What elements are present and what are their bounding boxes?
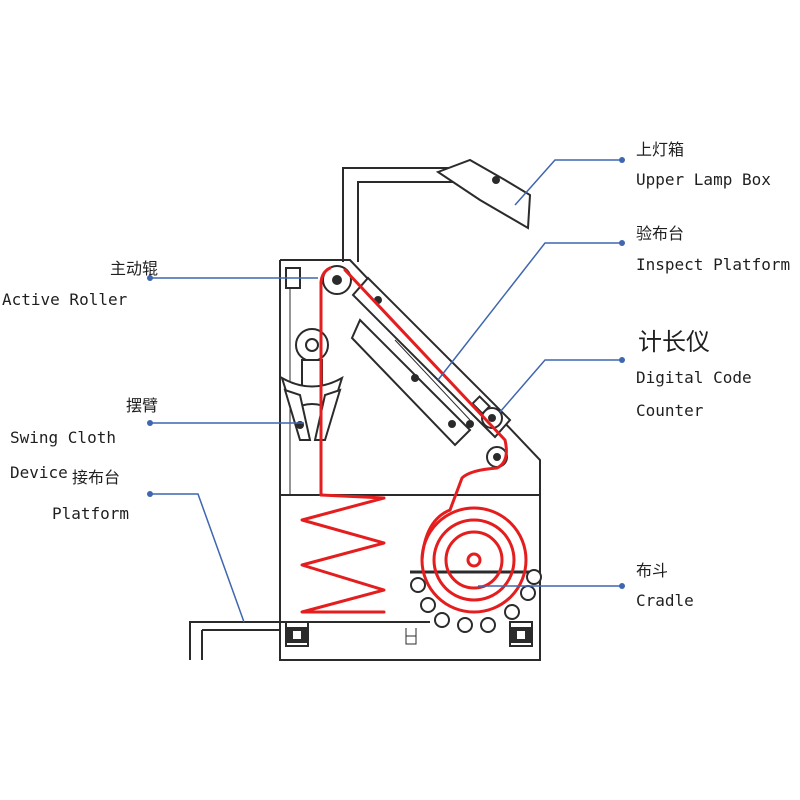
- cradle-rollers: [410, 569, 542, 633]
- active-roller-en-label: Active Roller: [2, 290, 128, 309]
- platform-zh-label: 接布台: [72, 468, 121, 487]
- leader-inspect-platform: [437, 242, 622, 381]
- leader-digital-code-counter: [499, 359, 622, 413]
- inspect-platform-board: [350, 276, 512, 447]
- receiving-platform: [189, 621, 430, 660]
- upper-lamp-box: [435, 158, 532, 230]
- base-and-platform: [189, 621, 533, 660]
- cradle-zh-label: 布斗: [636, 561, 669, 580]
- active-roller: [285, 265, 352, 295]
- digital-code-counter-en-label-1: Digital Code: [636, 368, 752, 387]
- swing-cloth-device-en-label-1: Swing Cloth: [10, 428, 116, 447]
- digital-code-counter-en-label-2: Counter: [636, 401, 704, 420]
- upper-lamp-box-en-label: Upper Lamp Box: [636, 170, 771, 189]
- swing-cloth-device-zh-label: 摆臂: [125, 396, 158, 415]
- upper-lamp-box-zh-label: 上灯箱: [636, 140, 685, 159]
- platform-en-label: Platform: [52, 504, 130, 523]
- main-body-outline: [279, 259, 541, 661]
- leader-lines: [150, 159, 622, 623]
- leader-platform: [150, 493, 245, 623]
- inspect-platform-zh-label: 验布台: [636, 224, 685, 243]
- digital-code-counter-zh-label: 计长仪: [638, 328, 710, 356]
- leader-upper-lamp-box: [514, 159, 622, 206]
- active-roller-zh-label: 主动辊: [109, 259, 158, 278]
- cradle-en-label: Cradle: [636, 591, 694, 610]
- inspect-platform-en-label: Inspect Platform: [636, 255, 791, 274]
- leader-dots: [147, 157, 625, 589]
- swing-cloth-device-en-label-2: Device: [10, 463, 68, 482]
- lamp-box-support: [342, 158, 532, 262]
- cloth-path: [300, 266, 528, 614]
